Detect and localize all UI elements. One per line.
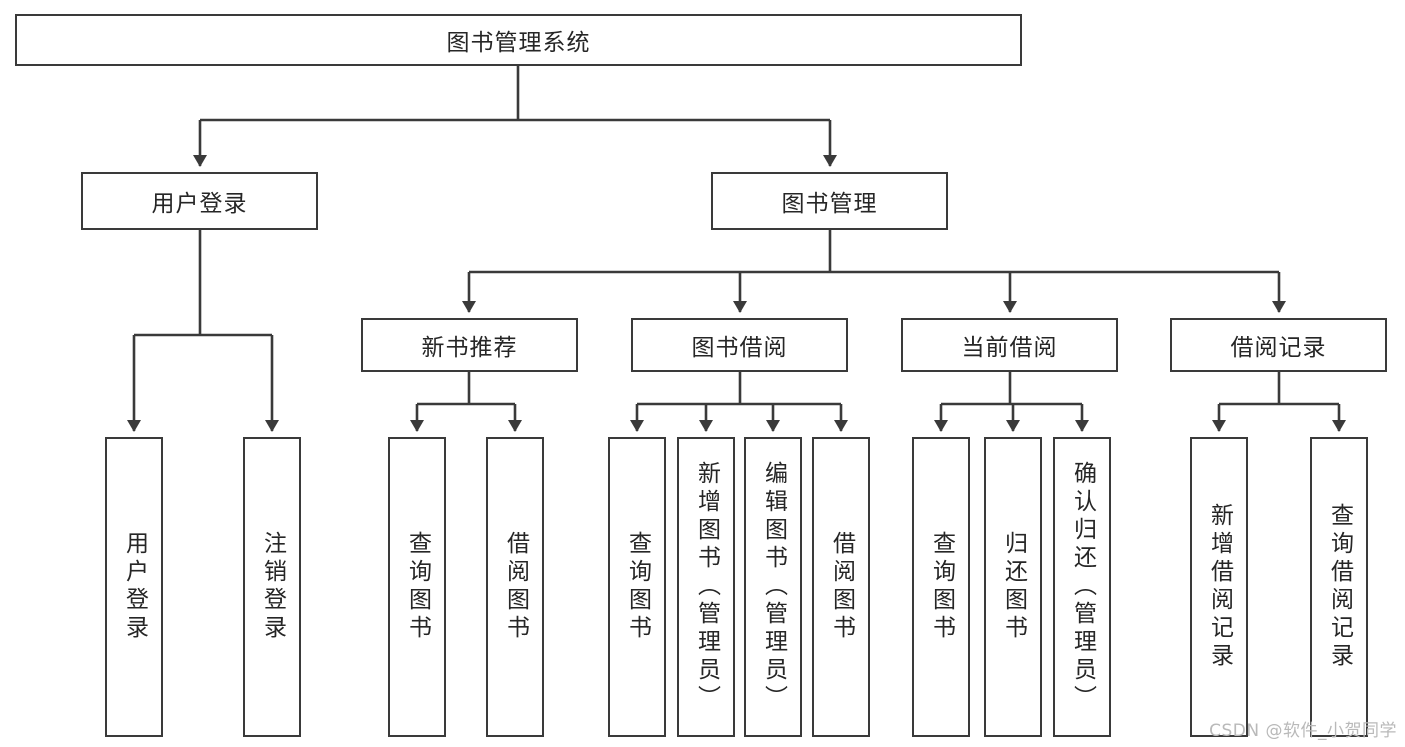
node-leaf-logout-label: 注销登录 xyxy=(259,531,286,643)
node-leaf-edit-book[interactable]: 编辑图书（管理员） xyxy=(744,437,802,737)
node-user-login-label: 用户登录 xyxy=(151,191,248,217)
node-leaf-add-record-label: 新增借阅记录 xyxy=(1206,503,1233,671)
node-leaf-user-login-label: 用户登录 xyxy=(121,531,148,643)
node-new-book-recommend[interactable]: 新书推荐 xyxy=(361,318,578,372)
node-borrow-record-label: 借阅记录 xyxy=(1230,335,1327,361)
node-leaf-query-book-1[interactable]: 查询图书 xyxy=(388,437,446,737)
node-leaf-query-book-3[interactable]: 查询图书 xyxy=(912,437,970,737)
node-book-manage[interactable]: 图书管理 xyxy=(711,172,948,230)
node-root[interactable]: 图书管理系统 xyxy=(15,14,1022,66)
node-leaf-borrow-book-1-label: 借阅图书 xyxy=(502,531,529,643)
node-leaf-query-book-1-label: 查询图书 xyxy=(404,531,431,643)
node-leaf-confirm-return[interactable]: 确认归还（管理员） xyxy=(1053,437,1111,737)
node-leaf-borrow-book-2-label: 借阅图书 xyxy=(828,531,855,643)
node-current-borrow[interactable]: 当前借阅 xyxy=(901,318,1118,372)
node-leaf-return-book-label: 归还图书 xyxy=(1000,531,1027,643)
node-leaf-borrow-book-1[interactable]: 借阅图书 xyxy=(486,437,544,737)
node-leaf-return-book[interactable]: 归还图书 xyxy=(984,437,1042,737)
node-leaf-add-book[interactable]: 新增图书（管理员） xyxy=(677,437,735,737)
csdn-watermark: CSDN @软件_小贺同学 xyxy=(1209,721,1397,741)
node-leaf-logout[interactable]: 注销登录 xyxy=(243,437,301,737)
node-borrow-record[interactable]: 借阅记录 xyxy=(1170,318,1387,372)
node-book-borrow-label: 图书借阅 xyxy=(691,335,788,361)
node-leaf-add-book-label: 新增图书（管理员） xyxy=(693,461,720,713)
node-book-manage-label: 图书管理 xyxy=(781,191,878,217)
node-root-label: 图书管理系统 xyxy=(446,30,591,56)
node-leaf-user-login[interactable]: 用户登录 xyxy=(105,437,163,737)
node-leaf-edit-book-label: 编辑图书（管理员） xyxy=(760,461,787,713)
node-leaf-borrow-book-2[interactable]: 借阅图书 xyxy=(812,437,870,737)
node-user-login[interactable]: 用户登录 xyxy=(81,172,318,230)
node-current-borrow-label: 当前借阅 xyxy=(961,335,1058,361)
node-leaf-query-record-label: 查询借阅记录 xyxy=(1326,503,1353,671)
node-leaf-query-record[interactable]: 查询借阅记录 xyxy=(1310,437,1368,737)
node-leaf-confirm-return-label: 确认归还（管理员） xyxy=(1069,461,1096,713)
node-leaf-query-book-3-label: 查询图书 xyxy=(928,531,955,643)
node-new-book-recommend-label: 新书推荐 xyxy=(421,335,518,361)
node-leaf-add-record[interactable]: 新增借阅记录 xyxy=(1190,437,1248,737)
node-leaf-query-book-2-label: 查询图书 xyxy=(624,531,651,643)
node-book-borrow[interactable]: 图书借阅 xyxy=(631,318,848,372)
node-leaf-query-book-2[interactable]: 查询图书 xyxy=(608,437,666,737)
